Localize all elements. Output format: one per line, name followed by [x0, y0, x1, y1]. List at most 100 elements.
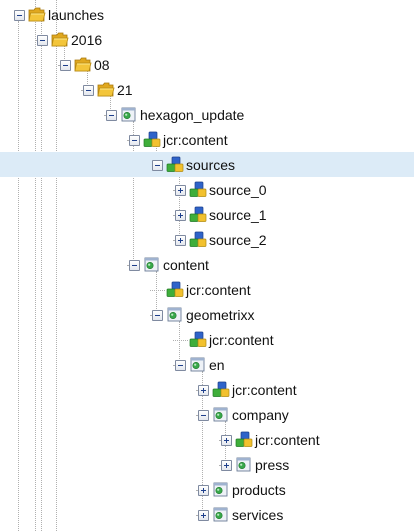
tree-node-row[interactable]: jcr:content	[0, 277, 414, 302]
collapse-toggle-icon[interactable]	[14, 10, 25, 21]
tree-node-row[interactable]: en	[0, 352, 414, 377]
tree-node-label: source_0	[209, 182, 267, 198]
tree-node-label: source_1	[209, 207, 267, 223]
tree-node-label: services	[232, 507, 284, 523]
folder-icon	[51, 31, 69, 48]
tree-node-row[interactable]: source_1	[0, 202, 414, 227]
toggle-sign-bar	[86, 90, 91, 91]
page-icon	[235, 456, 253, 473]
expand-toggle-icon[interactable]	[175, 185, 186, 196]
tree-connector-line	[110, 96, 111, 115]
page-icon	[212, 406, 230, 423]
tree-node-row[interactable]: jcr:content	[0, 327, 414, 352]
expand-toggle-icon[interactable]	[221, 435, 232, 446]
tree-node-row[interactable]: hexagon_update	[0, 102, 414, 127]
tree-node-row[interactable]: jcr:content	[0, 127, 414, 152]
tree-node-label: jcr:content	[232, 382, 297, 398]
tree-node-label: hexagon_update	[140, 107, 245, 123]
tree-node-row[interactable]: products	[0, 477, 414, 502]
collapse-toggle-icon[interactable]	[152, 160, 163, 171]
tree-node-label: company	[232, 407, 289, 423]
tree-node-row[interactable]: 2016	[0, 27, 414, 52]
tree-connector-line	[156, 271, 157, 315]
tree-connector-line	[196, 390, 198, 391]
tree-node-label: jcr:content	[186, 282, 251, 298]
tree-connector-line	[41, 21, 42, 40]
toggle-sign-bar	[178, 365, 183, 366]
tree-connector-line	[173, 240, 175, 241]
collapse-toggle-icon[interactable]	[60, 60, 71, 71]
tree-connector-line	[202, 371, 203, 515]
collapse-toggle-icon[interactable]	[152, 310, 163, 321]
toggle-sign-bar	[180, 213, 181, 218]
node-icon	[189, 206, 207, 223]
tree-connector-line	[179, 171, 180, 240]
toggle-sign-bar	[109, 115, 114, 116]
collapse-toggle-icon[interactable]	[198, 410, 209, 421]
node-icon	[143, 131, 161, 148]
tree-node-label: jcr:content	[163, 132, 228, 148]
toggle-sign-bar	[155, 315, 160, 316]
tree-connector-line	[196, 515, 198, 516]
tree-connector-line	[150, 315, 152, 316]
tree-node-row[interactable]: source_0	[0, 177, 414, 202]
tree-node-row[interactable]: press	[0, 452, 414, 477]
tree-connector-line	[173, 340, 188, 341]
tree-connector-line	[133, 121, 134, 265]
tree-node-label: content	[163, 257, 209, 273]
collapse-toggle-icon[interactable]	[129, 135, 140, 146]
node-icon	[212, 381, 230, 398]
tree-connector-line	[173, 190, 175, 191]
tree-node-row[interactable]: geometrixx	[0, 302, 414, 327]
tree-node-row[interactable]: content	[0, 252, 414, 277]
node-icon	[235, 431, 253, 448]
expand-toggle-icon[interactable]	[198, 385, 209, 396]
tree-connector-line	[35, 0, 36, 531]
tree-node-row[interactable]: 08	[0, 52, 414, 77]
tree-node-row[interactable]: sources	[0, 152, 414, 177]
page-icon	[212, 481, 230, 498]
tree-node-row[interactable]: launches	[0, 2, 414, 27]
tree-node-row[interactable]: services	[0, 502, 414, 527]
toggle-sign-bar	[226, 438, 227, 443]
node-icon	[189, 231, 207, 248]
collapse-toggle-icon[interactable]	[129, 260, 140, 271]
node-icon	[189, 331, 207, 348]
page-icon	[143, 256, 161, 273]
collapse-toggle-icon[interactable]	[106, 110, 117, 121]
expand-toggle-icon[interactable]	[175, 235, 186, 246]
tree-node-row[interactable]: jcr:content	[0, 427, 414, 452]
node-icon	[166, 281, 184, 298]
collapse-toggle-icon[interactable]	[83, 85, 94, 96]
tree-node-label: products	[232, 482, 286, 498]
expand-toggle-icon[interactable]	[198, 485, 209, 496]
toggle-sign-bar	[17, 15, 22, 16]
collapse-toggle-icon[interactable]	[37, 35, 48, 46]
toggle-sign-bar	[203, 388, 204, 393]
collapse-toggle-icon[interactable]	[175, 360, 186, 371]
tree-connector-line	[56, 0, 57, 531]
toggle-sign-bar	[63, 65, 68, 66]
tree-node-label: en	[209, 357, 225, 373]
tree-connector-line	[173, 365, 175, 366]
tree-node-row[interactable]: company	[0, 402, 414, 427]
tree-connector-line	[219, 465, 221, 466]
expand-toggle-icon[interactable]	[175, 210, 186, 221]
expand-toggle-icon[interactable]	[198, 510, 209, 521]
tree-node-label: 2016	[71, 32, 103, 48]
tree-connector-line	[196, 490, 198, 491]
tree-node-label: jcr:content	[209, 332, 274, 348]
tree-node-label: geometrixx	[186, 307, 255, 323]
toggle-sign-bar	[155, 165, 160, 166]
toggle-sign-bar	[226, 463, 227, 468]
toggle-sign-bar	[180, 188, 181, 193]
expand-toggle-icon[interactable]	[221, 460, 232, 471]
folder-icon	[97, 81, 115, 98]
node-icon	[166, 156, 184, 173]
tree-node-row[interactable]: source_2	[0, 227, 414, 252]
tree-node-row[interactable]: jcr:content	[0, 377, 414, 402]
toggle-sign-bar	[203, 488, 204, 493]
tree-connector-line	[18, 21, 19, 531]
tree-node-row[interactable]: 21	[0, 77, 414, 102]
